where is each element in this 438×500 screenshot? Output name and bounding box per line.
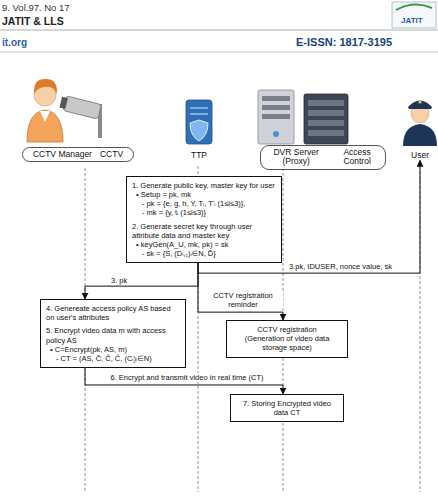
node-text: TTP xyxy=(182,151,216,160)
header-label: E-ISSN: 1817-3195 xyxy=(296,36,392,48)
message-arrow xyxy=(198,263,283,320)
header-rule xyxy=(0,30,438,31)
rack-unit xyxy=(308,120,344,126)
message-arrow xyxy=(85,263,198,299)
rack-unit xyxy=(308,130,344,136)
logo-swoosh xyxy=(396,4,432,10)
node-text: - pk = {e, g, h, Y, Tᵢ, T'ᵢ (1≤i≤3)}, xyxy=(132,199,276,208)
node-text: 5. Encrypt video data m with access poli… xyxy=(46,326,180,344)
access-control-rack xyxy=(304,94,348,144)
message-label: 3. pk xyxy=(110,276,172,285)
actor-box: CCTV Manager CCTV xyxy=(22,147,134,162)
actor-label: User xyxy=(402,151,438,160)
node-text: DVR Server (Proxy) xyxy=(266,148,326,167)
dvr-light xyxy=(273,131,279,137)
node-text: • Setup = pk, mk xyxy=(132,190,276,199)
logo-frame xyxy=(392,2,436,28)
ttp-slot xyxy=(190,107,208,109)
message-label: 3.pk, IDUSER, nonce value, sk xyxy=(288,262,418,271)
dvr-slot xyxy=(262,96,290,101)
node-text: User xyxy=(402,151,438,160)
message-label: 6. Encrypt and transmit video in real ti… xyxy=(106,373,268,382)
node-text: 7. Storing Encrypted video data CT xyxy=(236,399,338,417)
user-body xyxy=(403,124,437,146)
header-label: it.org xyxy=(2,37,27,48)
header-rule xyxy=(0,52,438,53)
user-cap xyxy=(408,101,432,110)
dvr-server xyxy=(258,90,294,144)
node-text: CCTV Manager xyxy=(33,150,92,159)
node-text: 4. Genereate access policy AS based on u… xyxy=(46,304,180,322)
manager-collar xyxy=(40,111,50,122)
header-label: 9. Vol.97. No 17 xyxy=(2,2,70,13)
node-text: CCTV xyxy=(100,150,123,159)
camera-body xyxy=(63,96,102,119)
header-label: JATIT & LLS xyxy=(2,15,64,27)
node-text: CCTV registration xyxy=(232,325,342,334)
cap-badge xyxy=(418,100,421,103)
node-text: • C=Encrypt(pk, AS, m) xyxy=(46,345,180,354)
process-box: 7. Storing Encrypted video data CT xyxy=(230,394,344,422)
ttp-server xyxy=(186,100,212,144)
manager-body xyxy=(27,110,63,142)
rack-unit xyxy=(308,110,344,116)
process-box: 1. Generate public key, master key for u… xyxy=(126,176,282,263)
node-text: Access Control xyxy=(334,148,380,167)
node-text: 2. Generate secret key through user attr… xyxy=(132,222,276,240)
node-text: • keyGen(A_U, mk, pk) = sk xyxy=(132,240,276,249)
node-text: - CT = (AS, C̃, Ĉ, Ĉ, (Cᵢ)ᵢ∈N) xyxy=(46,354,180,363)
dvr-slot xyxy=(262,114,290,119)
manager-hair xyxy=(34,79,57,94)
ttp-slot xyxy=(190,113,208,115)
ttp-shield xyxy=(190,120,208,141)
node-text: - sk = {S, (Dᵢ,₁)ᵢ∈N, D̂} xyxy=(132,249,276,258)
process-box: 4. Genereate access policy AS based on u… xyxy=(40,299,186,368)
actor-label: TTP xyxy=(182,151,216,160)
node-text: (Generation of video data storage space) xyxy=(232,334,342,352)
rack-unit xyxy=(308,100,344,106)
actor-box: DVR Server (Proxy) Access Control xyxy=(260,145,386,170)
message-arrow xyxy=(85,368,283,394)
process-box: CCTV registration(Generation of video da… xyxy=(226,320,348,357)
header-label: JATIT xyxy=(401,16,423,25)
node-text: 1. Generate public key, master key for u… xyxy=(132,181,276,190)
camera-lens xyxy=(59,97,67,109)
dvr-slot xyxy=(262,105,290,110)
node-text: - mk = {y, tᵢ (1≤i≤3)} xyxy=(132,208,276,217)
message-label: CCTV registration reminder xyxy=(203,291,283,309)
